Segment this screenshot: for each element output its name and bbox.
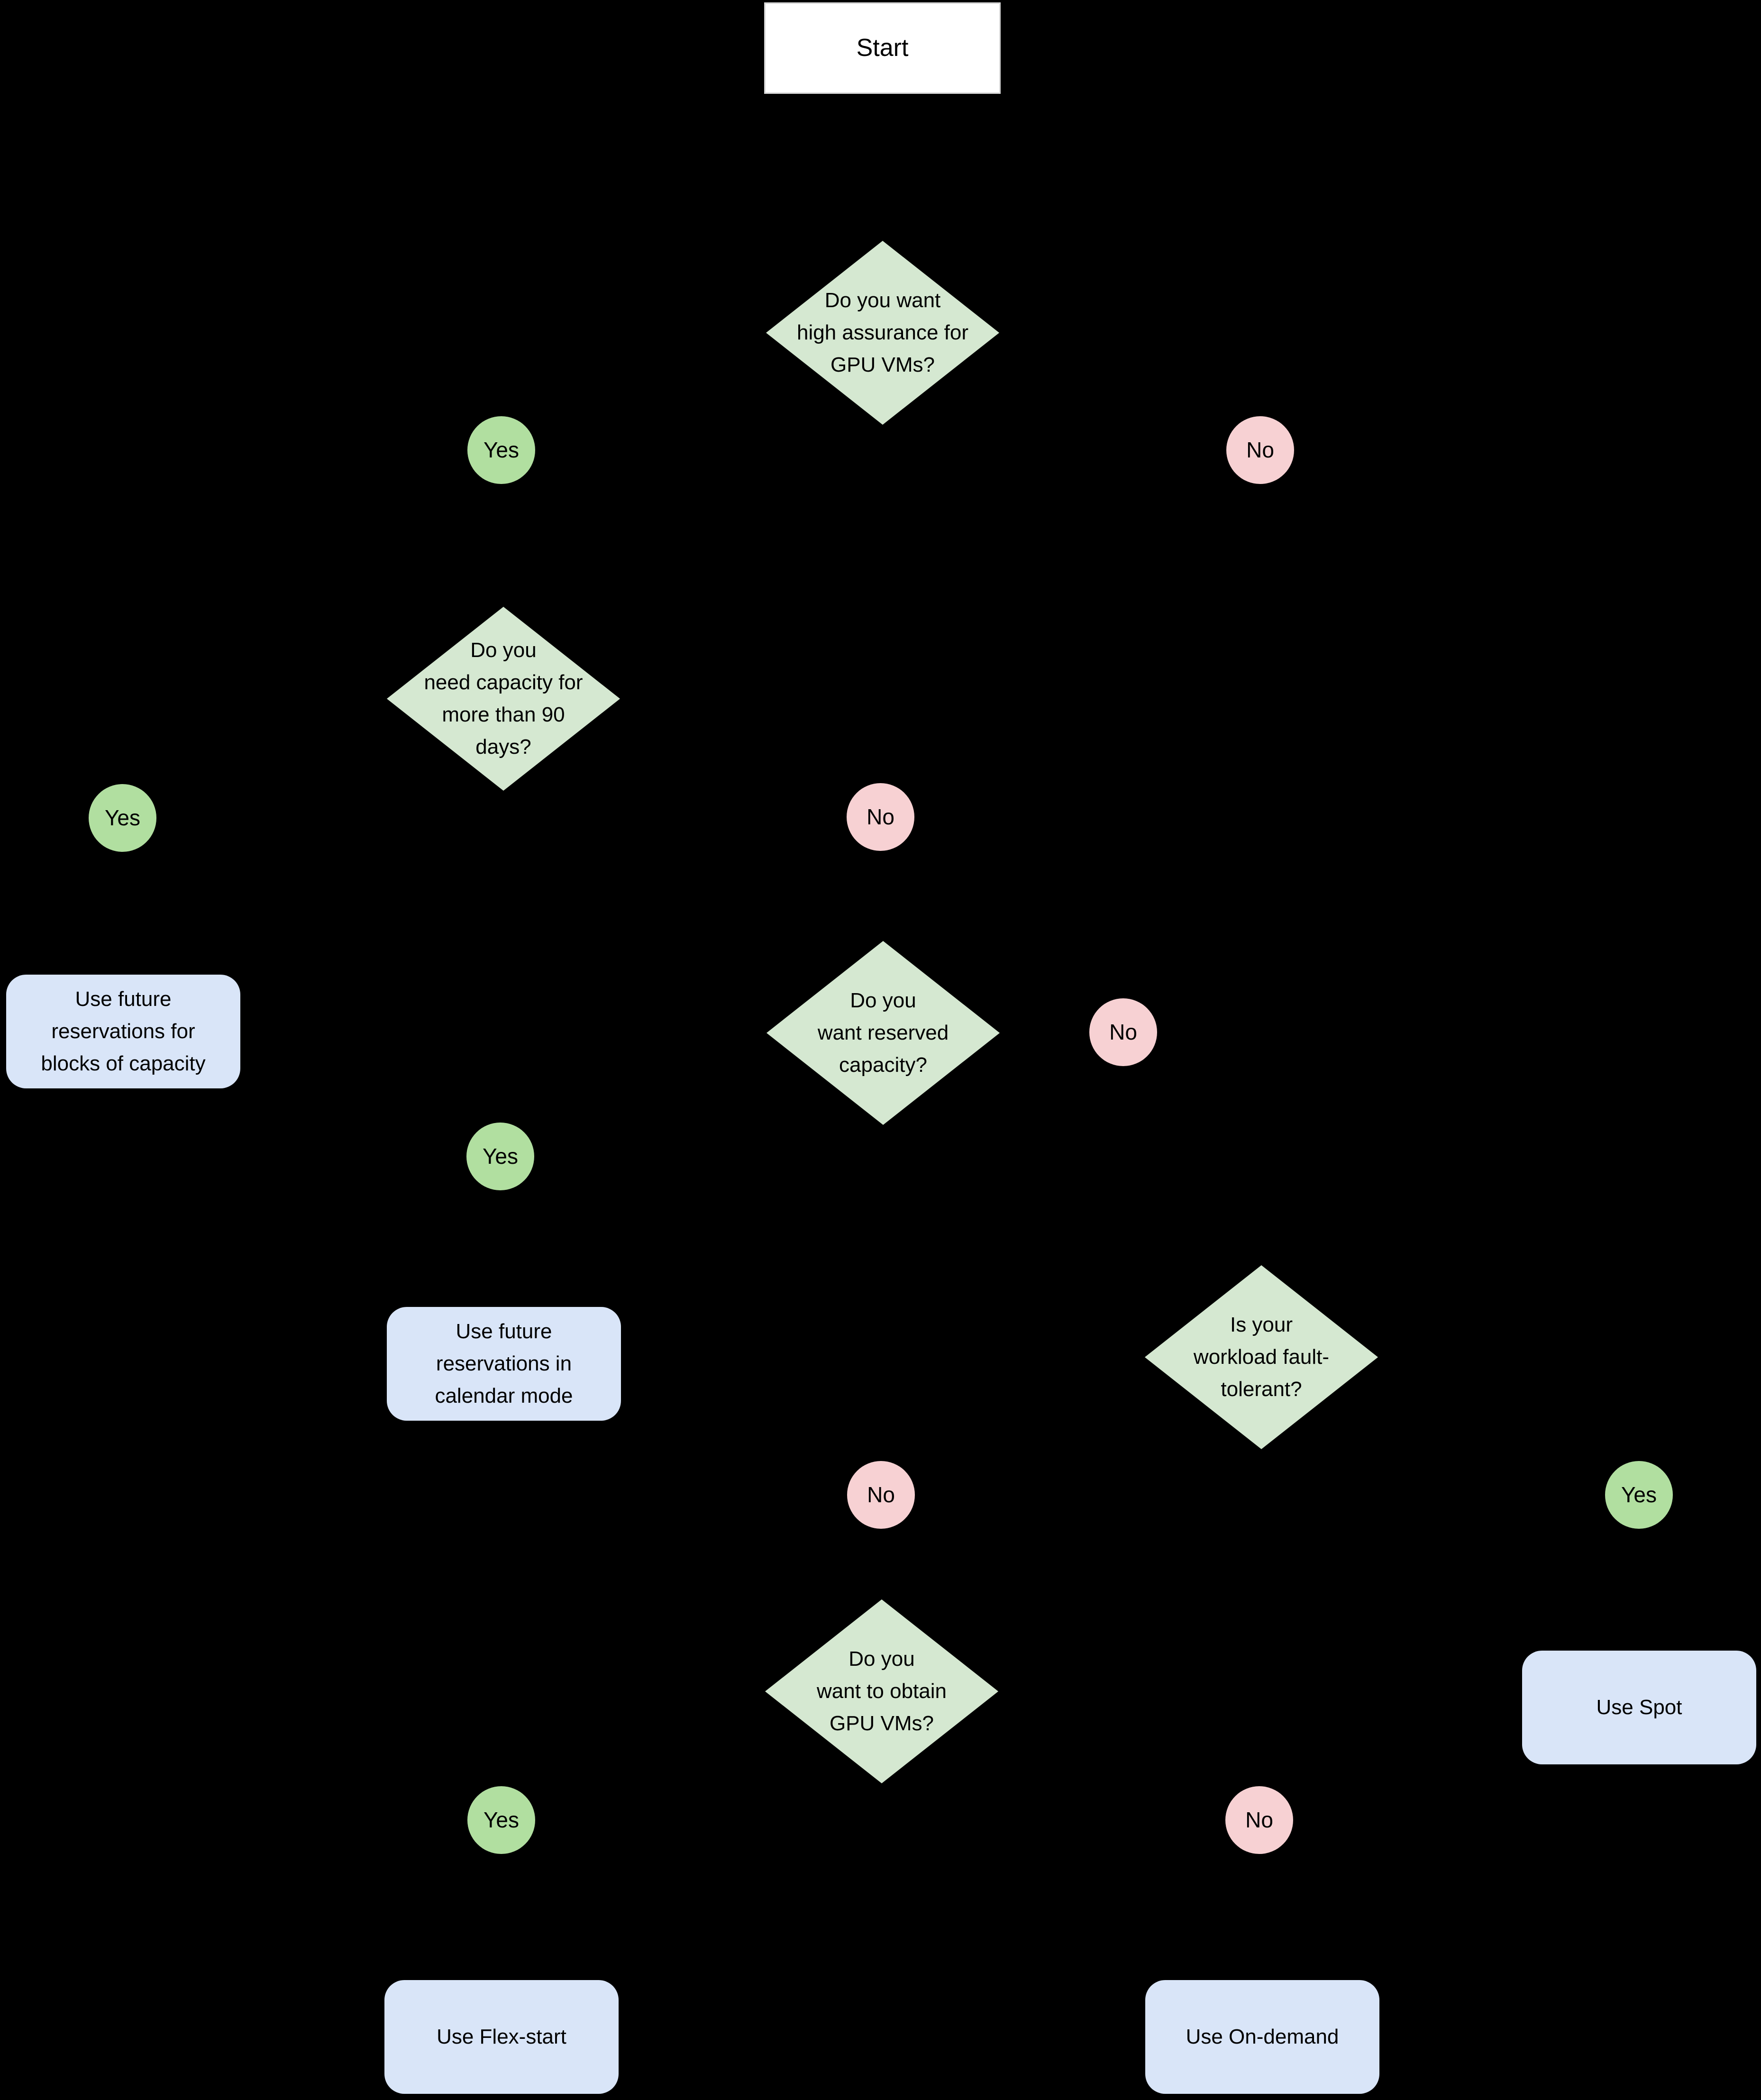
edge-label-yes-obtain-gpu-vms: Yes — [467, 1786, 535, 1854]
start-node: Start — [764, 2, 1001, 94]
outcome-future-reservations-blocks: Use future reservations for blocks of ca… — [6, 975, 240, 1088]
edge-label-yes-reserved-capacity: Yes — [466, 1123, 534, 1190]
outcome-use-on-demand: Use On-demand — [1145, 1980, 1379, 2094]
outcome-future-reservations-calendar: Use future reservations in calendar mode — [387, 1307, 621, 1421]
edge-label-no-reserved-capacity: No — [1089, 998, 1157, 1066]
decision-obtain-gpu-vms: Do you want to obtain GPU VMs? — [765, 1599, 998, 1783]
outcome-use-flex-start: Use Flex-start — [384, 1980, 619, 2094]
decision-high-assurance: Do you want high assurance for GPU VMs? — [766, 241, 999, 425]
decision-capacity-90-days: Do you need capacity for more than 90 da… — [387, 607, 620, 791]
outcome-use-spot: Use Spot — [1522, 1651, 1756, 1764]
edge-label-no-capacity-90-days: No — [847, 783, 914, 851]
edge-label-no-obtain-gpu-vms: No — [1225, 1786, 1293, 1854]
edge-label-yes-high-assurance: Yes — [467, 416, 535, 484]
edge-label-no-high-assurance: No — [1226, 416, 1294, 484]
edge-label-no-fault-tolerant: No — [847, 1461, 915, 1529]
edge-label-yes-capacity-90-days: Yes — [89, 784, 156, 852]
decision-reserved-capacity: Do you want reserved capacity? — [766, 941, 1000, 1125]
decision-fault-tolerant: Is your workload fault- tolerant? — [1145, 1265, 1378, 1449]
edge-label-yes-fault-tolerant: Yes — [1605, 1461, 1673, 1529]
